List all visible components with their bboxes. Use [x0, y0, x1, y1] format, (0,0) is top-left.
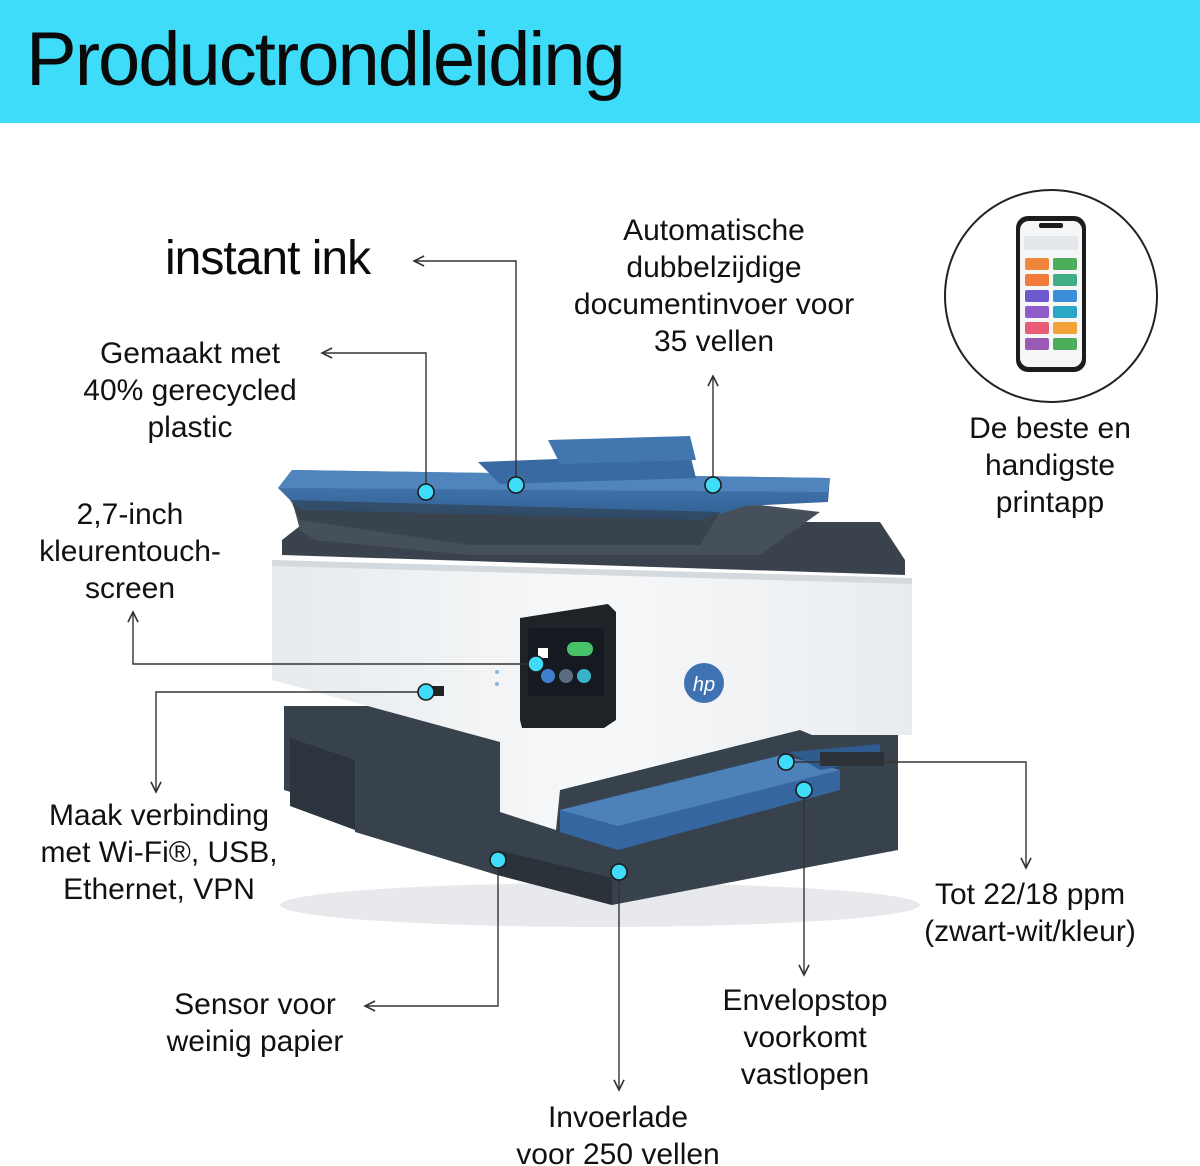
header-banner: Productrondleiding: [0, 0, 1200, 123]
dot-adf[interactable]: [704, 476, 722, 494]
label-recycled: Gemaakt met 40% gerecycled plastic: [83, 337, 297, 444]
dot-touchscreen[interactable]: [527, 655, 545, 673]
label-sensor: Sensor voor weinig papier: [166, 988, 344, 1058]
dot-tray[interactable]: [610, 863, 628, 881]
phone-icon: [1016, 216, 1086, 372]
label-tray: Invoerlade voor 250 vellen: [516, 1101, 720, 1166]
printer-image: hp: [272, 436, 920, 927]
dot-envelope[interactable]: [795, 781, 813, 799]
label-touchscreen: 2,7-inch kleurentouch- screen: [39, 498, 221, 605]
app-badge: [944, 189, 1158, 403]
callout-lines: [133, 261, 1026, 1090]
instant-ink-logo: instant ink: [165, 232, 371, 285]
dot-recycled[interactable]: [417, 483, 435, 501]
dot-connectivity[interactable]: [417, 683, 435, 701]
dot-instant-ink[interactable]: [507, 476, 525, 494]
label-envelope: Envelopstop voorkomt vastlopen: [722, 984, 888, 1091]
usb-port: [432, 686, 444, 696]
page-title: Productrondleiding: [26, 17, 626, 102]
label-adf: Automatische dubbelzijdige documentinvoe…: [573, 214, 855, 358]
dot-speed[interactable]: [777, 753, 795, 771]
label-connectivity: Maak verbinding met Wi-Fi®, USB, Etherne…: [40, 799, 278, 906]
dot-sensor[interactable]: [489, 851, 507, 869]
label-app: De beste en handigste printapp: [969, 412, 1131, 519]
label-speed: Tot 22/18 ppm (zwart-wit/kleur): [924, 878, 1136, 948]
hp-logo-text: hp: [693, 674, 715, 696]
hp-logo: [684, 663, 724, 703]
callout-dots: [417, 476, 813, 881]
